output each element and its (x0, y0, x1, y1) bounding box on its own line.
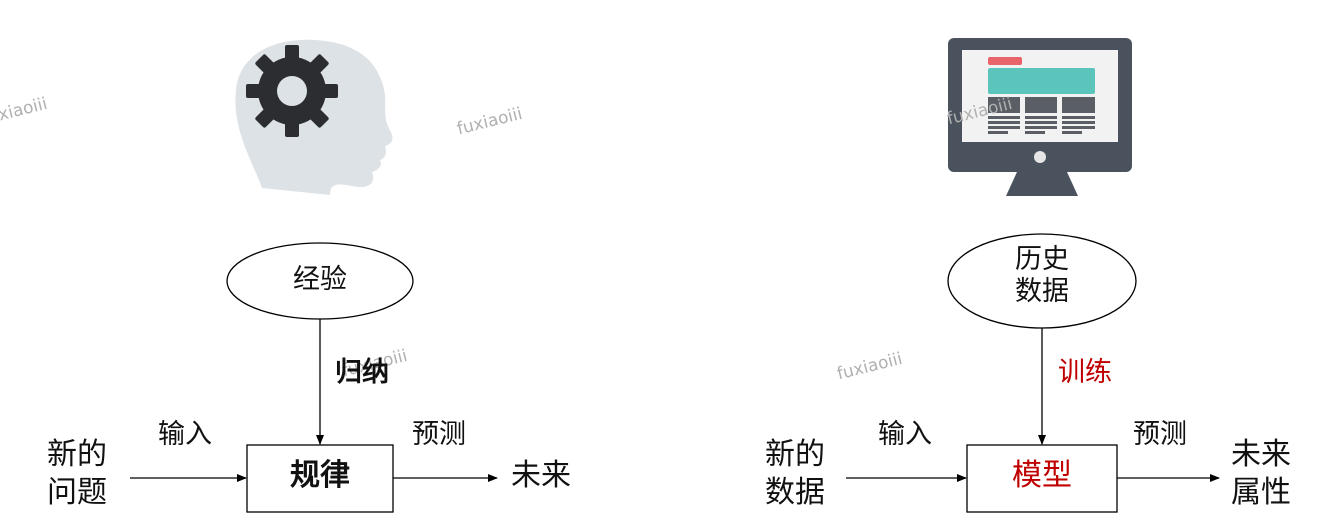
computer-monitor-icon (948, 38, 1132, 196)
left-process-label: 归纳 (335, 357, 389, 388)
left-core-box (246, 444, 394, 513)
right-core-node: 模型 (1012, 458, 1072, 493)
head-gear-icon (235, 39, 393, 196)
right-input-label: 输入 (878, 419, 932, 450)
right-output-node: 未来 属性 (1231, 437, 1291, 510)
right-input-node: 新的 数据 (765, 437, 825, 510)
left-output-node: 未来 (511, 458, 571, 493)
right-process-label: 训练 (1058, 357, 1112, 388)
left-input-label: 输入 (158, 419, 212, 450)
left-source-label: 经验 (293, 264, 347, 295)
left-input-node: 新的 问题 (47, 437, 107, 510)
left-output-label: 预测 (412, 419, 466, 450)
left-core-node: 规律 (290, 458, 350, 493)
right-output-label: 预测 (1133, 419, 1187, 450)
right-core-box (966, 444, 1118, 513)
right-source-label: 历史 数据 (1015, 244, 1069, 308)
